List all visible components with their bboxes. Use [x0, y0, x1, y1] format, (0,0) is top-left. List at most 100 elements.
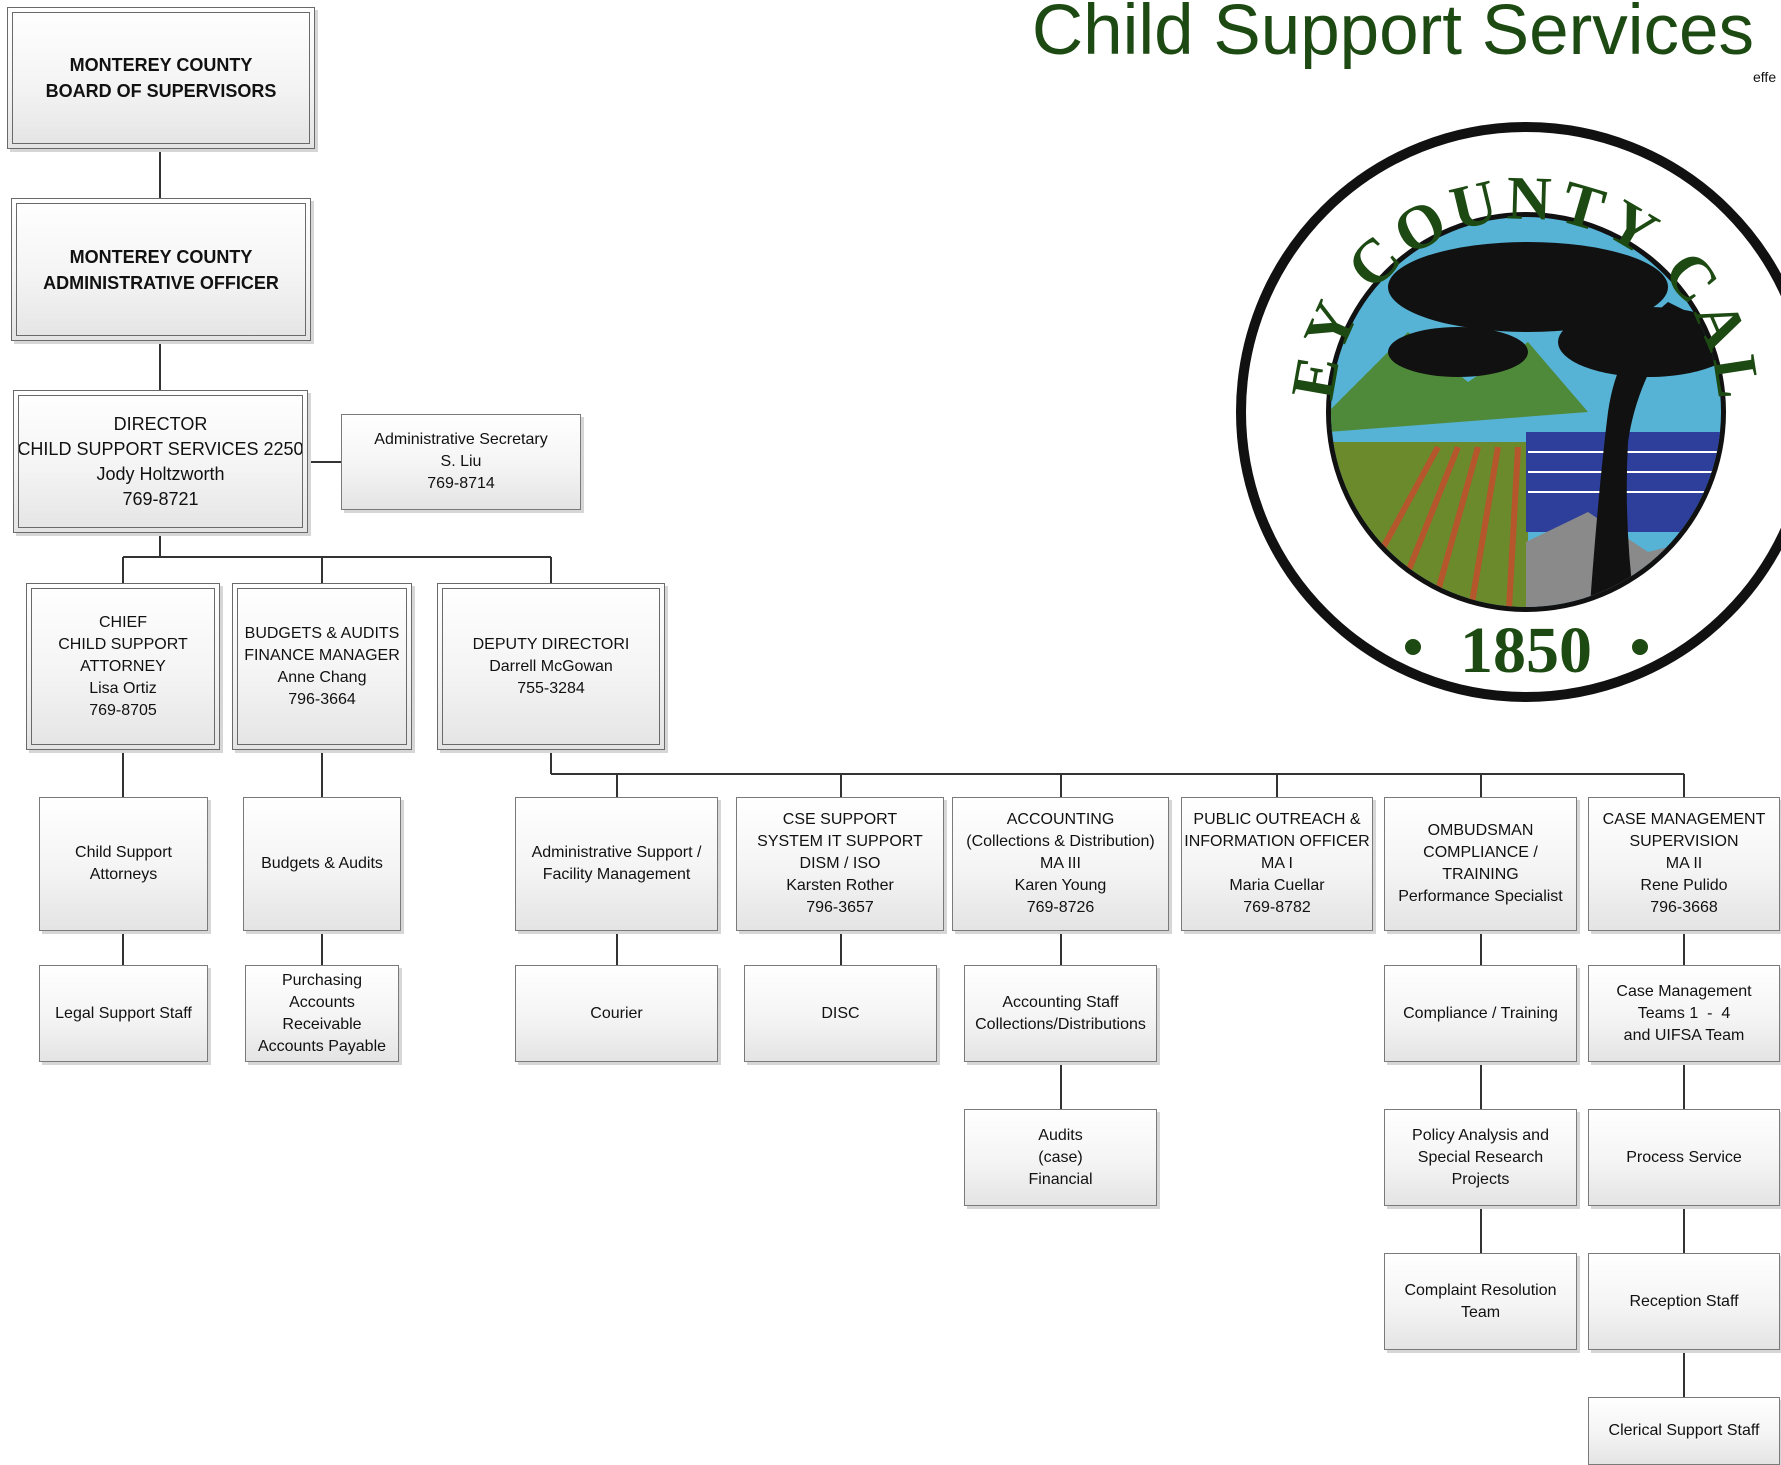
- chief-attorney-box: CHIEF CHILD SUPPORT ATTORNEY Lisa Ortiz …: [26, 583, 220, 750]
- org-box-line: DISC: [821, 1004, 860, 1022]
- org-box-line: and UIFSA Team: [1623, 1026, 1745, 1044]
- org-box-line: ADMINISTRATIVE OFFICER: [43, 272, 279, 293]
- org-box-line: Attorneys: [89, 866, 158, 883]
- public-outreach-box: PUBLIC OUTREACH & INFORMATION OFFICER MA…: [1181, 797, 1373, 931]
- org-box-line: Anne Chang: [277, 668, 367, 686]
- org-box-line: CASE MANAGEMENT: [1602, 811, 1766, 828]
- org-box-line: CHILD SUPPORT: [58, 635, 188, 653]
- clerical-support-box: Clerical Support Staff: [1588, 1397, 1780, 1465]
- org-box-line: BOARD OF SUPERVISORS: [45, 81, 277, 101]
- effective-date-fragment: effe: [1753, 69, 1777, 85]
- org-box-line: MONTEREY COUNTY: [69, 55, 253, 75]
- org-box-line: FINANCE MANAGER: [244, 646, 400, 664]
- ombudsman-box: OMBUDSMAN COMPLIANCE / TRAINING Performa…: [1384, 797, 1577, 931]
- org-box-line: Complaint Resolution: [1404, 1281, 1557, 1299]
- disc-box: DISC: [744, 965, 937, 1062]
- complaint-resolution-box: Complaint Resolution Team: [1384, 1253, 1577, 1350]
- org-box-line: 769-8705: [89, 701, 157, 719]
- org-box-line: Receivable: [282, 1015, 362, 1033]
- org-box-line: Reception Staff: [1629, 1292, 1739, 1310]
- org-box-line: ATTORNEY: [80, 657, 166, 675]
- org-box-line: Karen Young: [1014, 877, 1107, 894]
- org-box-line: SUPERVISION: [1629, 833, 1739, 850]
- org-box-line: Case Management: [1616, 982, 1752, 1000]
- org-box-line: Administrative Secretary: [374, 431, 548, 448]
- org-box-line: (Collections & Distribution): [966, 833, 1155, 850]
- org-box-line: (case): [1038, 1148, 1083, 1166]
- org-box-line: COMPLIANCE /: [1423, 844, 1538, 861]
- org-box-line: CHIEF: [99, 613, 147, 631]
- org-box-line: Accounting Staff: [1002, 993, 1119, 1011]
- org-box-line: MA I: [1260, 855, 1293, 872]
- org-box-line: INFORMATION OFFICER: [1184, 833, 1370, 850]
- page-title: Child Support Services: [1031, 0, 1754, 70]
- audits-box: Audits (case) Financial: [964, 1109, 1157, 1206]
- monterey-county-seal: MONTEREY COUNTY CALIFORNIA 1850: [1228, 112, 1781, 702]
- administrative-officer-box: MONTEREY COUNTY ADMINISTRATIVE OFFICER: [11, 198, 311, 341]
- org-box-line: Lisa Ortiz: [89, 679, 157, 697]
- deputy-director-box: DEPUTY DIRECTORI Darrell McGowan 755-328…: [437, 583, 665, 750]
- org-box-line: Audits: [1038, 1126, 1083, 1144]
- org-box-line: S. Liu: [440, 453, 482, 470]
- admin-support-box: Administrative Support / Facility Manage…: [515, 797, 718, 931]
- org-box-line: Budgets & Audits: [261, 855, 383, 872]
- org-box-line: DISM / ISO: [799, 855, 881, 872]
- org-box-line: Special Research: [1417, 1148, 1544, 1166]
- org-box-line: ACCOUNTING: [1006, 811, 1115, 828]
- org-box-line: 769-8782: [1243, 899, 1311, 916]
- org-box-line: Performance Specialist: [1398, 888, 1563, 905]
- org-box-line: 796-3668: [1650, 899, 1718, 916]
- org-box-line: MA II: [1665, 855, 1703, 872]
- case-management-teams-box: Case Management Teams 1 - 4 and UIFSA Te…: [1588, 965, 1780, 1062]
- org-box-line: Clerical Support Staff: [1608, 1422, 1760, 1439]
- org-box-line: 769-8721: [122, 488, 199, 509]
- accounting-staff-box: Accounting Staff Collections/Distributio…: [964, 965, 1157, 1062]
- org-box-line: Child Support: [75, 844, 172, 861]
- budgets-audits-manager-box: BUDGETS & AUDITS FINANCE MANAGER Anne Ch…: [232, 583, 412, 750]
- org-box-line: Darrell McGowan: [489, 657, 613, 675]
- courier-box: Courier: [515, 965, 718, 1062]
- org-box-line: DIRECTOR: [113, 413, 208, 434]
- compliance-training-box: Compliance / Training: [1384, 965, 1577, 1062]
- org-box-line: Accounts Payable: [257, 1037, 387, 1055]
- org-box-line: Rene Pulido: [1640, 877, 1728, 894]
- org-box-line: Purchasing: [281, 971, 363, 989]
- org-box-line: 796-3664: [288, 690, 356, 708]
- org-box-line: Jody Holtzworth: [96, 463, 225, 484]
- org-box-line: Maria Cuellar: [1229, 877, 1325, 894]
- org-box-line: Process Service: [1626, 1148, 1742, 1166]
- org-box-line: Collections/Distributions: [975, 1015, 1146, 1033]
- reception-staff-box: Reception Staff: [1588, 1253, 1780, 1350]
- org-box-line: MONTEREY COUNTY: [69, 246, 253, 267]
- policy-analysis-box: Policy Analysis and Special Research Pro…: [1384, 1109, 1577, 1206]
- org-box-line: Accounts: [289, 993, 355, 1011]
- org-box-line: Compliance / Training: [1403, 1004, 1558, 1022]
- org-box-line: Teams 1 - 4: [1637, 1004, 1731, 1022]
- org-box-line: CSE SUPPORT: [782, 811, 898, 828]
- legal-support-staff-box: Legal Support Staff: [39, 965, 208, 1062]
- case-management-box: CASE MANAGEMENT SUPERVISION MA II Rene P…: [1588, 797, 1780, 931]
- org-box-line: 769-8714: [427, 475, 495, 492]
- org-box-line: TRAINING: [1442, 866, 1519, 883]
- org-box-line: PUBLIC OUTREACH &: [1193, 811, 1361, 828]
- purchasing-box: Purchasing Accounts Receivable Accounts …: [245, 965, 399, 1062]
- org-box-line: SYSTEM IT SUPPORT: [757, 833, 923, 850]
- budgets-audits-box: Budgets & Audits: [243, 797, 401, 931]
- org-box-line: 796-3657: [806, 899, 874, 916]
- org-box-line: MA III: [1040, 855, 1081, 872]
- org-box-line: Facility Management: [542, 866, 691, 883]
- org-box-line: 755-3284: [517, 679, 585, 697]
- org-box-line: Team: [1460, 1303, 1501, 1321]
- board-of-supervisors-box: MONTEREY COUNTY BOARD OF SUPERVISORS: [7, 7, 315, 149]
- cse-support-box: CSE SUPPORT SYSTEM IT SUPPORT DISM / ISO…: [736, 797, 944, 931]
- administrative-secretary-box: Administrative Secretary S. Liu 769-8714: [341, 414, 581, 510]
- seal-year: 1850: [1460, 614, 1592, 687]
- org-box-line: 769-8726: [1026, 899, 1095, 916]
- org-box-line: BUDGETS & AUDITS: [244, 624, 400, 642]
- org-box-line: OMBUDSMAN: [1427, 822, 1534, 839]
- director-box: DIRECTOR CHILD SUPPORT SERVICES 2250 Jod…: [13, 390, 308, 533]
- org-box-line: Policy Analysis and: [1412, 1126, 1549, 1144]
- org-box-line: Projects: [1451, 1170, 1510, 1188]
- org-box-line: Legal Support Staff: [55, 1004, 192, 1022]
